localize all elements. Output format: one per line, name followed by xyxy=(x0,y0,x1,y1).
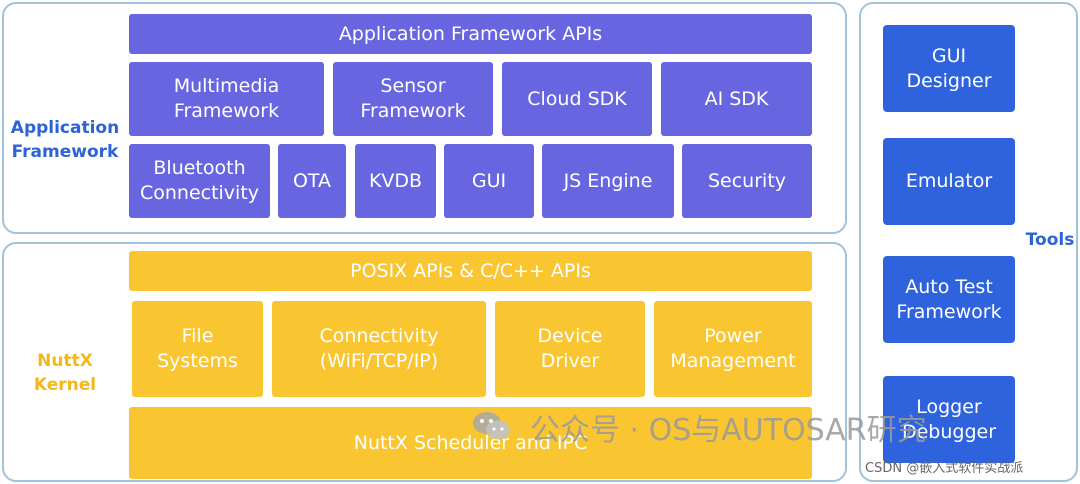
ota-box: OTA xyxy=(278,144,346,218)
gui-designer-box: GUI Designer xyxy=(883,25,1015,112)
watermark-text: 公众号 · OS与AUTOSAR研究 xyxy=(530,413,927,448)
security-box: Security xyxy=(682,144,812,218)
tools-label: Tools xyxy=(1025,230,1075,250)
wechat-icon xyxy=(473,412,510,440)
bluetooth-connectivity-box: Bluetooth Connectivity xyxy=(129,144,270,218)
application-framework-apis-box: Application Framework APIs xyxy=(129,14,812,54)
cloud-sdk-box: Cloud SDK xyxy=(502,62,652,136)
kvdb-box: KVDB xyxy=(355,144,436,218)
device-driver-box: Device Driver xyxy=(495,301,645,397)
application-framework-label: Application Framework xyxy=(10,118,120,162)
logger-debugger-box: Logger Debugger xyxy=(883,376,1015,463)
ai-sdk-box: AI SDK xyxy=(661,62,812,136)
multimedia-framework-box: Multimedia Framework xyxy=(129,62,324,136)
csdn-credit: CSDN @嵌入式软件实战派 xyxy=(865,461,1024,476)
nuttx-scheduler-ipc-box: NuttX Scheduler and IPC xyxy=(129,407,812,479)
gui-box: GUI xyxy=(444,144,534,218)
js-engine-box: JS Engine xyxy=(542,144,674,218)
emulator-box: Emulator xyxy=(883,138,1015,225)
sensor-framework-box: Sensor Framework xyxy=(333,62,493,136)
auto-test-framework-box: Auto Test Framework xyxy=(883,256,1015,343)
connectivity-box: Connectivity (WiFi/TCP/IP) xyxy=(272,301,486,397)
nuttx-kernel-label: NuttX Kernel xyxy=(33,351,97,395)
file-systems-box: File Systems xyxy=(132,301,263,397)
posix-apis-box: POSIX APIs & C/C++ APIs xyxy=(129,251,812,291)
power-management-box: Power Management xyxy=(654,301,812,397)
